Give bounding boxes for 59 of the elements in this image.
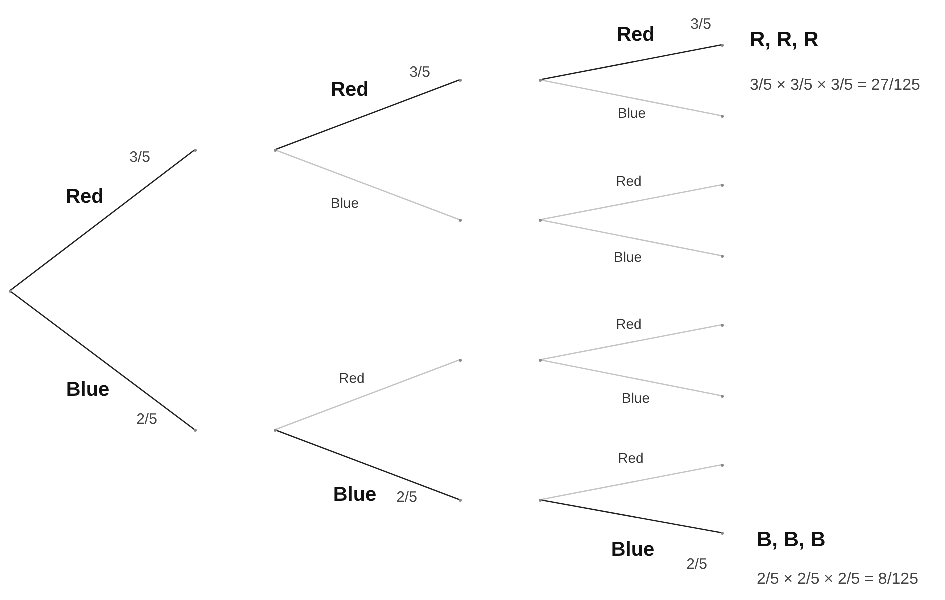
tree-branch (540, 79, 722, 117)
branch-label: Red (616, 317, 642, 331)
branch-point (274, 148, 276, 152)
probability-formula: 3/5 × 3/5 × 3/5 = 27/125 (750, 76, 920, 96)
outcome-label: R, R, R (750, 30, 819, 50)
tree-branch (540, 184, 722, 221)
branch-point (720, 184, 724, 186)
branch-label: Blue (614, 250, 642, 264)
branch-point (720, 44, 724, 46)
branch-point (538, 218, 542, 222)
branch-point (720, 394, 724, 398)
branch-label: Red (339, 371, 365, 385)
branch-label: Red (617, 25, 655, 45)
branch-label: Red (66, 187, 104, 207)
tree-branch (540, 219, 722, 257)
branch-point (458, 358, 462, 362)
branch-label: Red (616, 174, 642, 188)
tree-branch (540, 499, 722, 534)
branch-point (458, 78, 462, 82)
branch-point (194, 148, 196, 152)
branch-label: Red (331, 80, 369, 100)
branch-label: Blue (330, 196, 360, 210)
branch-point (194, 428, 196, 432)
branch-point (458, 498, 462, 502)
tree-branch (540, 359, 722, 397)
probability-fraction: 3/5 (410, 62, 430, 83)
probability-fraction: 2/5 (686, 554, 708, 575)
branch-point (538, 358, 542, 362)
branch-point (720, 254, 724, 258)
outcome-label: B, B, B (757, 530, 826, 550)
branch-label: Blue (333, 485, 377, 505)
tree-branch (540, 464, 722, 501)
branch-label: Blue (618, 106, 646, 120)
tree-branch (540, 324, 722, 361)
branch-point (8, 290, 12, 292)
probability-fraction: 3/5 (130, 148, 150, 168)
branch-point (274, 428, 276, 432)
probability-formula: 2/5 × 2/5 × 2/5 = 8/125 (757, 570, 918, 590)
branch-point (538, 498, 542, 502)
probability-fraction: 2/5 (136, 410, 158, 430)
branch-point (720, 324, 724, 326)
branch-point (720, 532, 724, 534)
branch-label: Blue (66, 380, 110, 400)
probability-fraction: 2/5 (396, 488, 418, 508)
branch-label: Red (618, 451, 644, 465)
tree-branch (274, 359, 460, 431)
tree-branch (274, 429, 460, 501)
branch-point (720, 114, 724, 118)
tree-branch (10, 149, 196, 292)
branch-label: Blue (622, 391, 650, 405)
tree-branch (540, 44, 722, 81)
branch-point (720, 464, 724, 466)
tree-branch (274, 149, 460, 221)
tree-branch (10, 290, 196, 431)
probability-fraction: 3/5 (690, 14, 712, 35)
branch-label: Blue (611, 540, 655, 560)
tree-branch (274, 79, 460, 151)
branch-point (538, 78, 542, 82)
branch-point (458, 218, 462, 222)
